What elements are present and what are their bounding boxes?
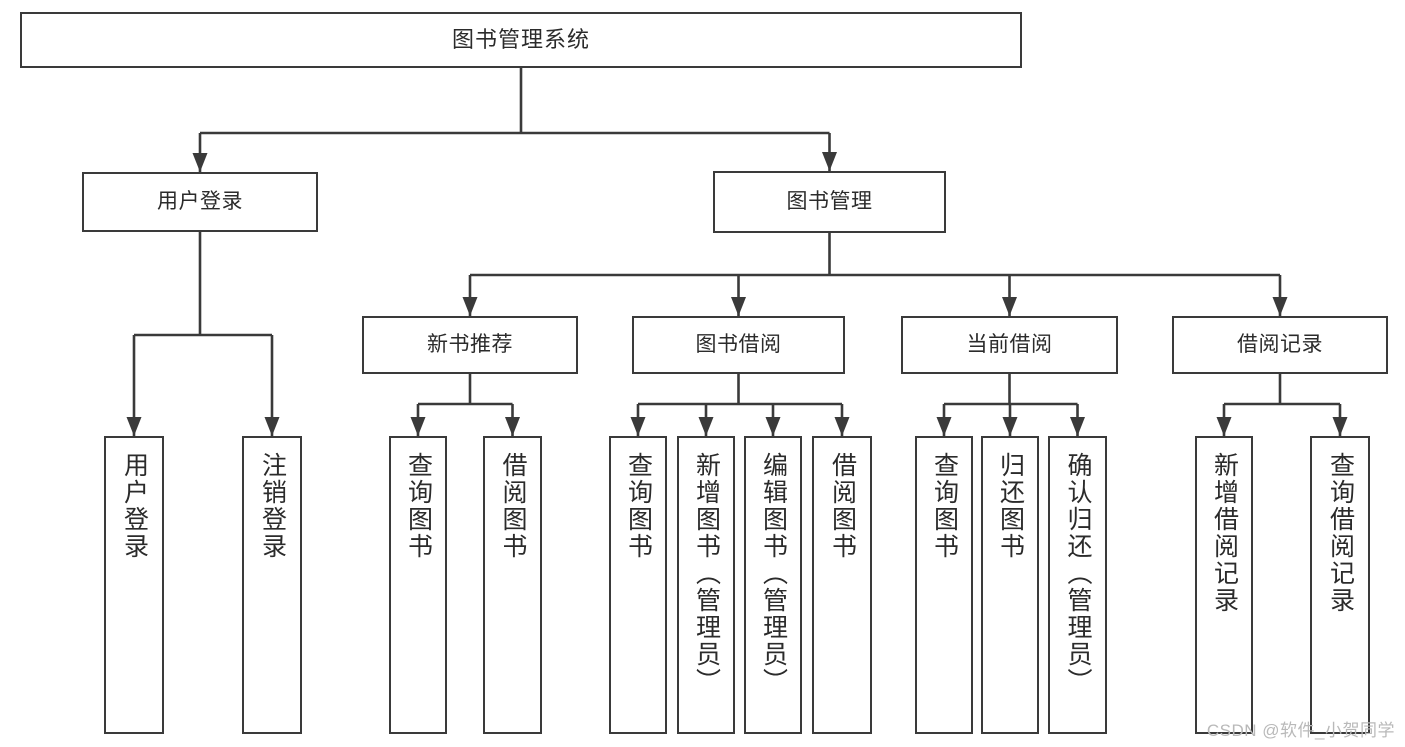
node-label: 查询借阅记录 (1326, 452, 1355, 614)
login-to-leaves-arrow-0 (126, 417, 142, 436)
node-leaf4[interactable]: 借阅图书 (483, 436, 542, 734)
books-to-level2-arrow-3 (1272, 297, 1288, 316)
records-to-leaves-arrow-1 (1332, 417, 1348, 436)
node-l1a[interactable]: 用户登录 (82, 172, 318, 232)
node-leaf3[interactable]: 查询图书 (389, 436, 447, 734)
node-label: 新增借阅记录 (1210, 452, 1239, 614)
records-to-leaves-arrow-0 (1216, 417, 1232, 436)
node-label: 当前借阅 (966, 332, 1053, 356)
borrow-to-leaves-arrow-2 (765, 417, 781, 436)
node-root[interactable]: 图书管理系统 (20, 12, 1022, 68)
borrow-to-leaves-arrow-0 (630, 417, 646, 436)
current-to-leaves-arrow-2 (1070, 417, 1085, 436)
node-label: 查询图书 (624, 452, 653, 560)
node-label: 归还图书 (996, 452, 1025, 560)
node-label: 查询图书 (404, 452, 433, 560)
node-label: 借阅记录 (1237, 332, 1323, 356)
node-label: 用户登录 (120, 452, 149, 560)
node-leaf2[interactable]: 注销登录 (242, 436, 302, 734)
node-label: 图书管理系统 (451, 27, 590, 53)
borrow-to-leaves-arrow-1 (698, 417, 714, 436)
node-l2d[interactable]: 借阅记录 (1172, 316, 1388, 374)
node-label: 查询图书 (930, 452, 959, 560)
node-label: 借阅图书 (828, 452, 857, 560)
node-label: 新书推荐 (427, 332, 513, 356)
node-label: 图书管理 (786, 189, 873, 213)
node-leaf13[interactable]: 查询借阅记录 (1310, 436, 1370, 734)
root-to-level1-arrow-0 (192, 153, 208, 172)
node-label: 注销登录 (258, 452, 287, 560)
node-leaf5[interactable]: 查询图书 (609, 436, 667, 734)
node-leaf7[interactable]: 编辑图书（管理员） (744, 436, 802, 734)
node-label: 图书借阅 (695, 332, 782, 356)
node-label: 新增图书（管理员） (692, 452, 721, 695)
login-to-leaves-arrow-1 (264, 417, 280, 436)
node-l2b[interactable]: 图书借阅 (632, 316, 845, 374)
node-l2c[interactable]: 当前借阅 (901, 316, 1118, 374)
node-leaf10[interactable]: 归还图书 (981, 436, 1039, 734)
books-to-level2-arrow-1 (731, 297, 746, 316)
current-to-leaves-arrow-1 (1002, 417, 1018, 436)
node-label: 用户登录 (157, 189, 243, 213)
current-to-leaves-arrow-0 (936, 417, 952, 436)
node-leaf6[interactable]: 新增图书（管理员） (677, 436, 735, 734)
node-leaf9[interactable]: 查询图书 (915, 436, 973, 734)
node-leaf1[interactable]: 用户登录 (104, 436, 164, 734)
newbooks-to-leaves-arrow-0 (410, 417, 426, 436)
node-leaf8[interactable]: 借阅图书 (812, 436, 872, 734)
newbooks-to-leaves-arrow-1 (505, 417, 520, 436)
node-leaf12[interactable]: 新增借阅记录 (1195, 436, 1253, 734)
root-to-level1-arrow-1 (822, 152, 837, 171)
borrow-to-leaves-arrow-3 (834, 417, 850, 436)
node-label: 确认归还（管理员） (1064, 452, 1092, 695)
books-to-level2-arrow-0 (462, 297, 478, 316)
node-l1b[interactable]: 图书管理 (713, 171, 946, 233)
books-to-level2-arrow-2 (1002, 297, 1017, 316)
node-label: 编辑图书（管理员） (759, 452, 788, 695)
node-leaf11[interactable]: 确认归还（管理员） (1048, 436, 1107, 734)
node-label: 借阅图书 (499, 452, 527, 560)
node-l2a[interactable]: 新书推荐 (362, 316, 578, 374)
